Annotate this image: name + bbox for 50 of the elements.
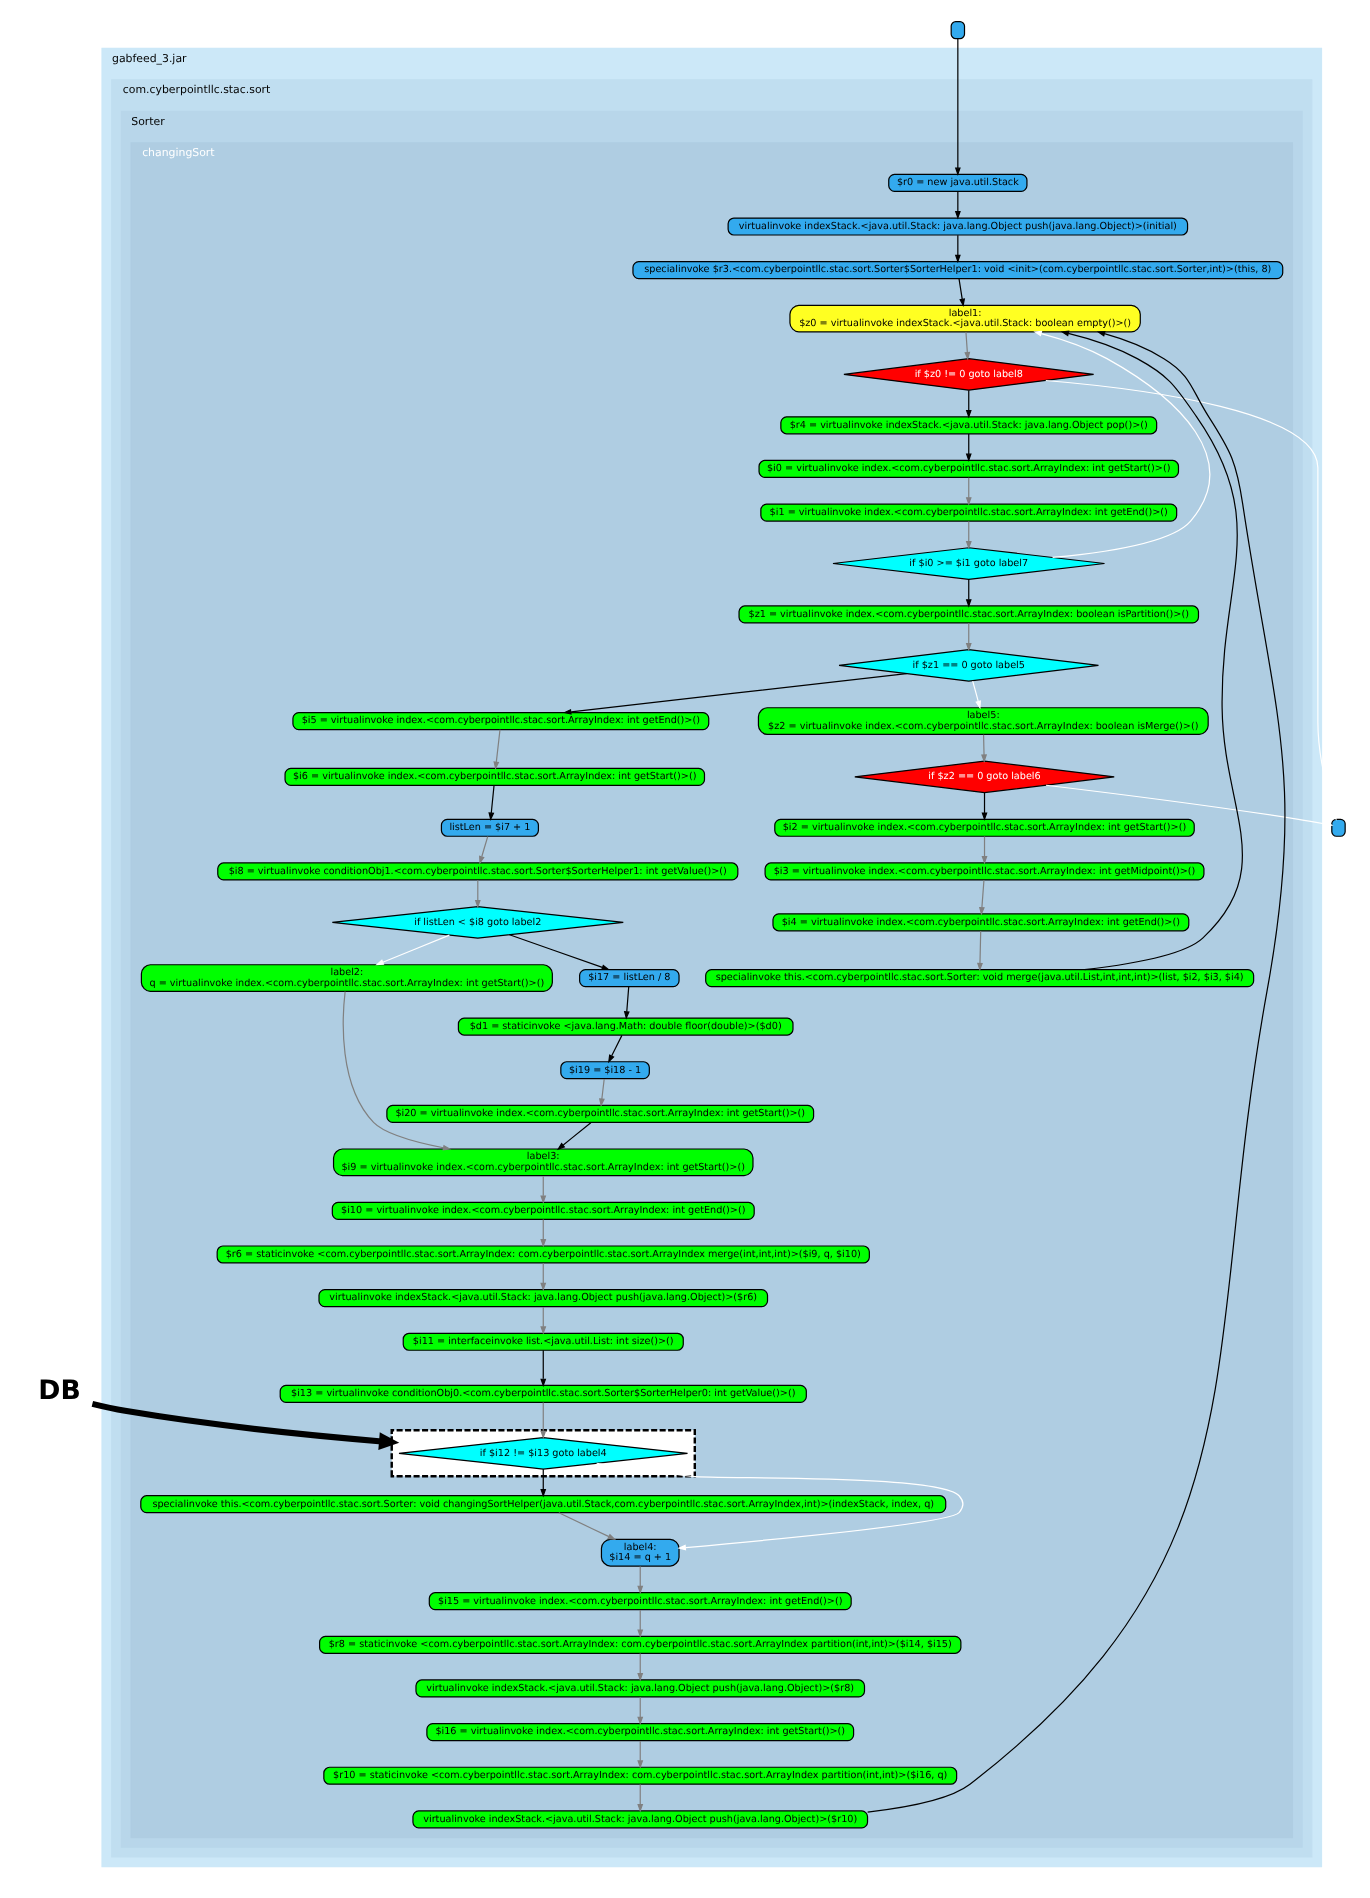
arrow bbox=[595, 1462, 963, 1551]
arrow bbox=[539, 1349, 546, 1388]
arrow bbox=[1059, 330, 1242, 971]
arrow bbox=[964, 578, 971, 608]
arrow bbox=[539, 1175, 546, 1204]
node-box bbox=[1330, 818, 1345, 837]
arrow bbox=[374, 934, 449, 966]
arrow bbox=[473, 879, 480, 909]
arrow bbox=[976, 930, 982, 972]
arrow bbox=[977, 879, 984, 916]
arrow bbox=[980, 792, 987, 821]
arrow bbox=[953, 38, 960, 177]
arrow bbox=[963, 331, 970, 361]
arrow bbox=[964, 433, 971, 463]
arrow bbox=[957, 278, 965, 308]
arrow bbox=[980, 734, 986, 763]
arrow bbox=[539, 1306, 546, 1335]
arrow bbox=[597, 1078, 604, 1107]
arrow bbox=[507, 934, 610, 971]
arrow bbox=[953, 234, 960, 264]
arrow bbox=[539, 1401, 546, 1440]
arrow bbox=[636, 1783, 643, 1813]
arrow bbox=[964, 520, 971, 550]
arrow bbox=[557, 1512, 616, 1541]
arrow bbox=[607, 1034, 622, 1064]
arrow bbox=[980, 835, 987, 865]
arrow bbox=[964, 389, 971, 419]
arrow bbox=[487, 785, 494, 821]
arrow bbox=[1032, 330, 1210, 559]
node-box bbox=[949, 21, 965, 40]
arrow bbox=[622, 986, 629, 1020]
arrow bbox=[555, 1122, 591, 1151]
arrow bbox=[636, 1740, 643, 1769]
arrow bbox=[478, 835, 488, 865]
arrow bbox=[964, 477, 971, 506]
arrow bbox=[492, 729, 500, 771]
arrow bbox=[953, 191, 960, 220]
arrow bbox=[636, 1565, 643, 1595]
arrow bbox=[539, 1262, 546, 1292]
arrow bbox=[636, 1653, 643, 1682]
arrow bbox=[964, 622, 971, 652]
arrow bbox=[539, 1219, 546, 1248]
arrow bbox=[341, 991, 451, 1151]
arrow bbox=[539, 1468, 546, 1498]
arrow bbox=[636, 1609, 643, 1638]
arrow bbox=[971, 680, 981, 710]
arrow bbox=[866, 330, 1285, 1813]
arrow bbox=[636, 1696, 643, 1726]
node-text: DB bbox=[37, 1377, 80, 1408]
arrow bbox=[561, 673, 907, 715]
